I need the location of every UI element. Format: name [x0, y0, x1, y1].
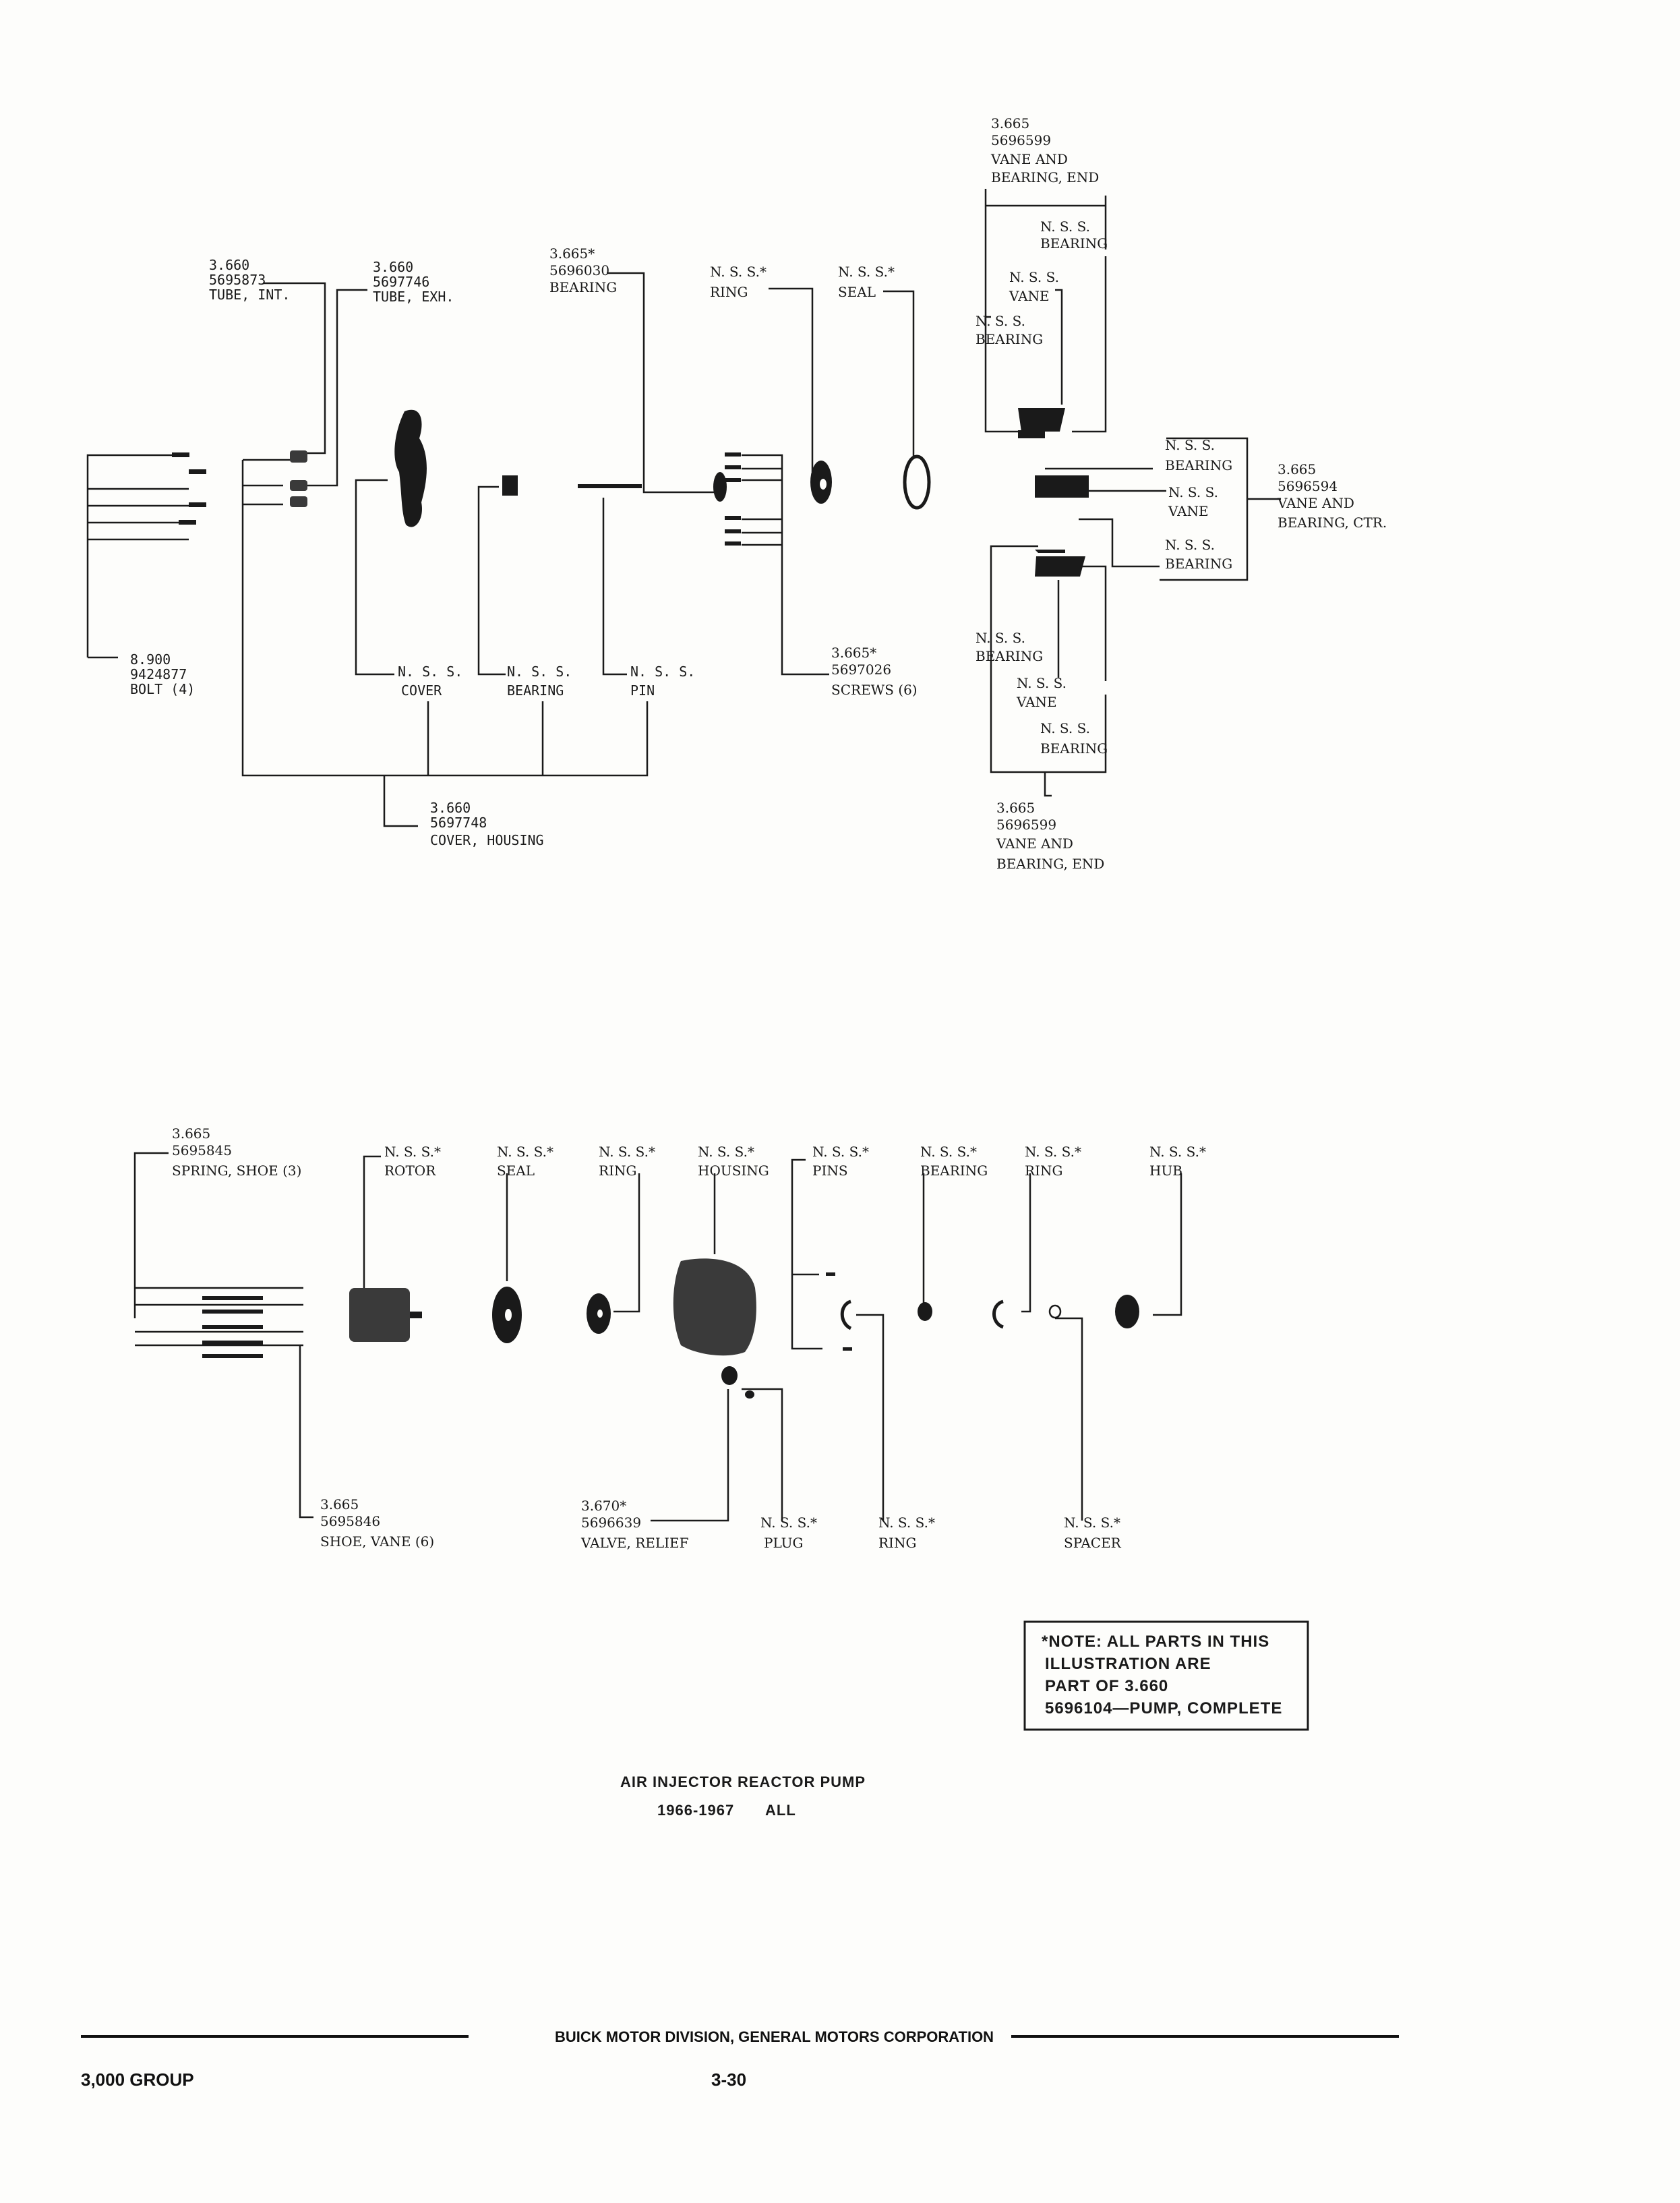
- main-bearing: [713, 472, 727, 502]
- label-ctr-bearing-1: N. S. S.BEARING: [1165, 437, 1232, 473]
- label-pin: N. S. S.PIN: [630, 664, 695, 699]
- label-lower-bearing-2: N. S. S.BEARING: [1040, 720, 1108, 757]
- label-bottom-seal: N. S. S.*SEAL: [497, 1144, 553, 1179]
- label-lower-bearing-1: N. S. S.BEARING: [976, 630, 1043, 664]
- screw-shapes: [725, 452, 741, 546]
- figure-caption: AIR INJECTOR REACTOR PUMP 1966-1967 ALL: [620, 1773, 866, 1819]
- vane-end-top: [1018, 408, 1065, 432]
- label-upper-bearing-2: N. S. S.BEARING: [976, 313, 1043, 347]
- label-spacer: N. S. S.*SPACER: [1064, 1515, 1122, 1551]
- bolt-shapes: [172, 452, 206, 525]
- label-plug: N. S. S.*PLUG: [760, 1515, 817, 1551]
- vane-center: [1035, 475, 1089, 498]
- note-line-4: 5696104—PUMP, COMPLETE: [1045, 1699, 1282, 1717]
- spring-shoes: [202, 1296, 263, 1358]
- caption-title: AIR INJECTOR REACTOR PUMP: [620, 1773, 866, 1790]
- pin-bottom: [843, 1347, 852, 1351]
- vane-end-bottom: [1035, 550, 1065, 553]
- label-hub: N. S. S.*HUB: [1149, 1144, 1206, 1179]
- valve-shape: [721, 1366, 738, 1385]
- rotor-shape: [349, 1288, 410, 1342]
- housing-shape: [673, 1258, 756, 1356]
- label-housing: N. S. S.*HOUSING: [698, 1144, 769, 1179]
- label-bottom-ring3: N. S. S.*RING: [878, 1515, 935, 1551]
- label-lower-vane: N. S. S.VANE: [1016, 675, 1067, 710]
- pin-shape: [578, 484, 642, 488]
- tube-fittings: [290, 450, 307, 507]
- label-bottom-ring: N. S. S.*RING: [599, 1144, 655, 1179]
- label-bottom-ring2: N. S. S.*RING: [1025, 1144, 1081, 1179]
- label-seal: N. S. S.*SEAL: [838, 264, 895, 300]
- small-bearing: [502, 475, 518, 496]
- caption-years: 1966-1967: [657, 1802, 734, 1819]
- label-upper-bearing-1: N. S. S.BEARING: [1040, 218, 1108, 252]
- footer-page-number: 3-30: [711, 2069, 746, 2090]
- hub-shape: [1115, 1295, 1139, 1328]
- bottom-ring3-shape: [992, 1299, 1004, 1329]
- footer-division: BUICK MOTOR DIVISION, GENERAL MOTORS COR…: [555, 2028, 994, 2045]
- note-box: *NOTE: ALL PARTS IN THIS ILLUSTRATION ARE…: [1023, 1620, 1309, 1731]
- top-parts: [172, 408, 1089, 577]
- label-bearing-small: N. S. S.BEARING: [507, 664, 572, 699]
- label-cover: N. S. S.COVER: [398, 664, 462, 699]
- cover-casting: [394, 409, 427, 527]
- label-ctr-vane: N. S. S.VANE: [1168, 484, 1218, 519]
- bottom-leader-lines: [133, 1152, 1182, 1522]
- note-line-3: PART OF 3.660: [1045, 1677, 1168, 1695]
- label-pins: N. S. S.*PINS: [812, 1144, 869, 1179]
- caption-applies: ALL: [765, 1802, 796, 1819]
- plug-shape: [745, 1390, 754, 1399]
- note-line-1: *NOTE: ALL PARTS IN THIS: [1042, 1633, 1269, 1651]
- note-line-2: ILLUSTRATION ARE: [1045, 1655, 1211, 1673]
- top-leader-lines: [86, 189, 1281, 827]
- label-bottom-bearing: N. S. S.*BEARING: [920, 1144, 988, 1179]
- bottom-bearing-shape: [918, 1302, 932, 1321]
- footer-group: 3,000 GROUP: [81, 2069, 194, 2090]
- label-ring: N. S. S.*RING: [710, 264, 767, 300]
- page-footer: BUICK MOTOR DIVISION, GENERAL MOTORS COR…: [81, 2028, 1399, 2090]
- spacer-shape: [1048, 1304, 1062, 1319]
- seal-shape: [903, 454, 931, 510]
- pin-top: [826, 1272, 835, 1276]
- bottom-parts: [202, 1258, 1139, 1399]
- bottom-ring2-shape: [840, 1299, 852, 1330]
- label-rotor: N. S. S.*ROTOR: [384, 1144, 441, 1179]
- label-upper-vane: N. S. S.VANE: [1009, 269, 1059, 304]
- label-ctr-bearing-2: N. S. S.BEARING: [1165, 537, 1232, 572]
